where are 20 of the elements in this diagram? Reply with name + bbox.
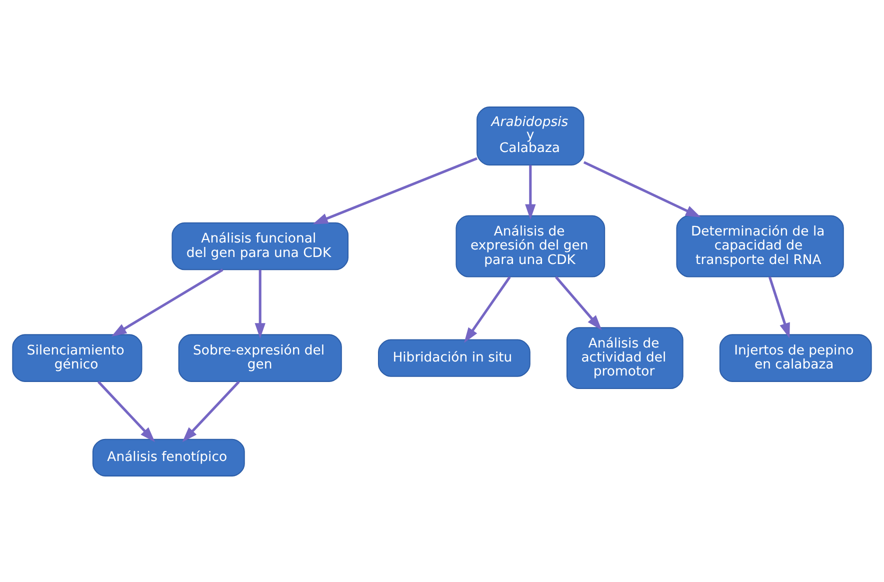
arrow [312,156,478,224]
arrow [111,268,224,336]
arrow [97,380,156,442]
node-box: Silenciamiento génico [12,334,142,382]
node-box: Determinación de la capacidad de transporte del RNA [676,214,844,277]
arrow [464,276,511,342]
node-box: Hibridación in situ [378,338,530,376]
node-box: Análisis de expresión del gen para una CDK [456,214,606,277]
arrow [583,160,701,217]
arrow [182,380,240,442]
arrow [525,164,536,220]
node-box: Arabidopsis y Calabaza [476,106,584,165]
node-box: Sobre-expresión del gen [178,334,342,382]
node-box: Análisis fenotípico [92,438,245,476]
arrow [555,276,602,330]
node-box: Injertos de pepino en calabaza [719,334,872,382]
node-box: Análisis funcional del gen para una CDK [172,222,349,270]
node-box: Análisis de actividad del promotor [566,326,684,389]
arrow [768,276,790,338]
arrow [254,269,266,338]
